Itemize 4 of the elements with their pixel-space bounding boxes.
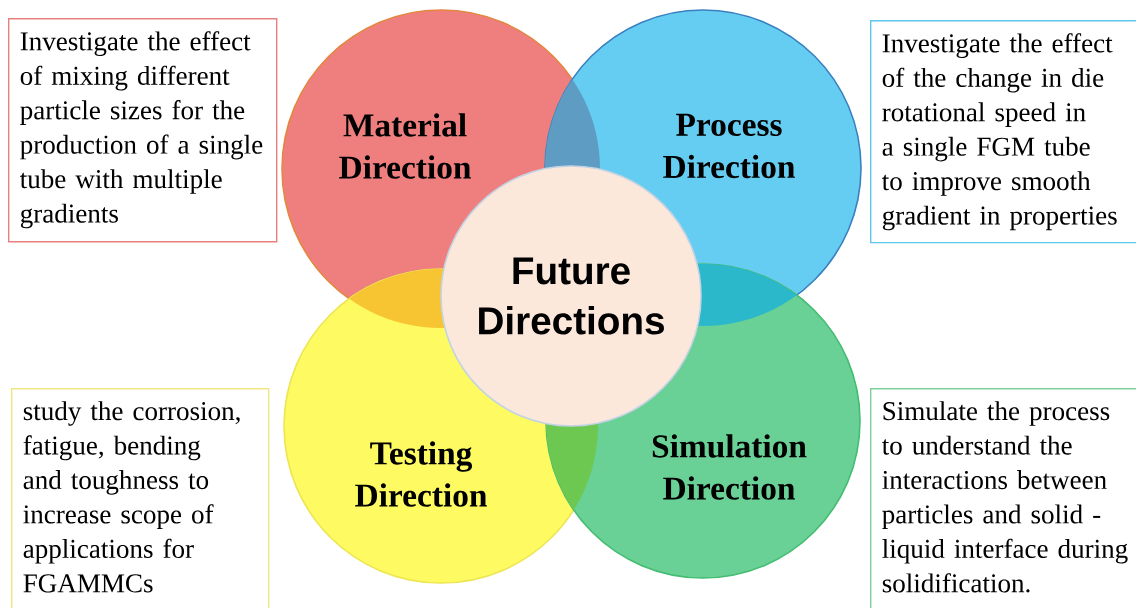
text-box: Simulate the process to understand the interactions between particles and solid - liquid interface during solidification. [870,388,1136,608]
text-box: Investigate the effect of the change in die rotational speed in a single FGM tube to improve smooth gradient in properties [870,20,1136,244]
text-box: study the corrosion, fatigue, bending and toughness to increase scope of applications for FGAMMCs [11,388,270,608]
text-box: Investigate the effect of mixing different particle sizes for the production of a single tube with multiple gradients [8,18,278,243]
